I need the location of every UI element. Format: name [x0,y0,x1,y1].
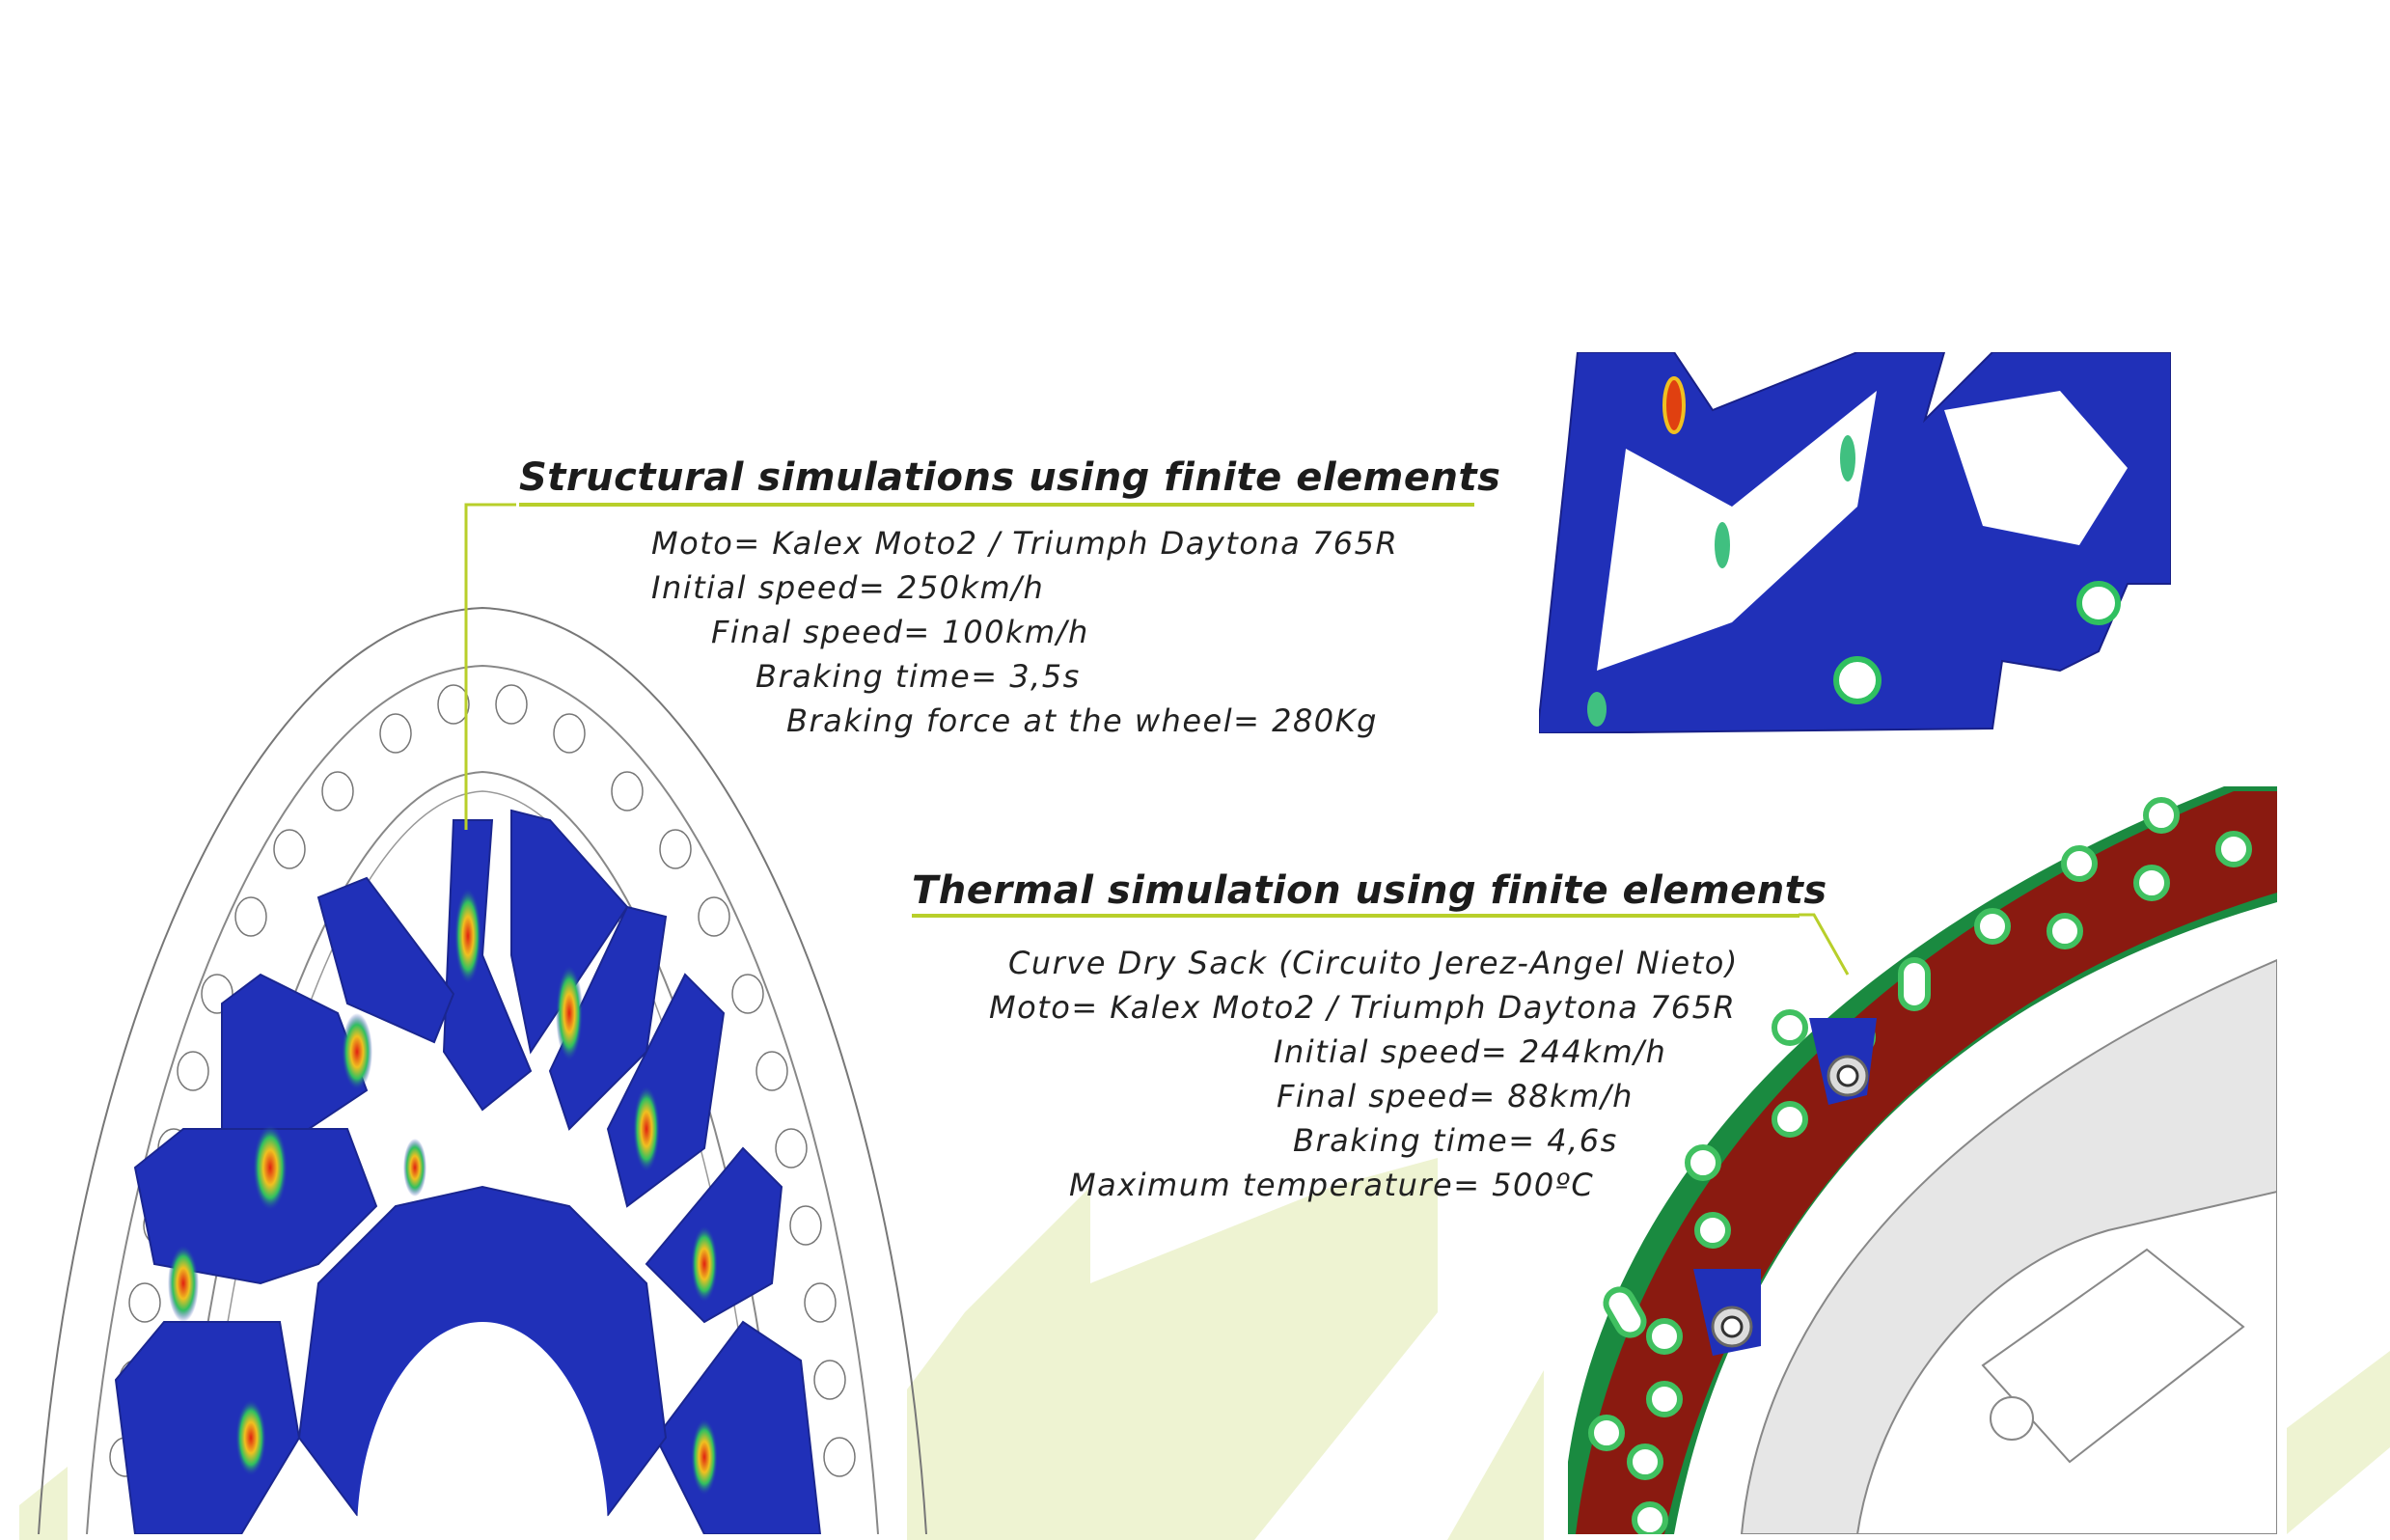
thermal-line-braking-time: Braking time= 4,6s [1293,1122,1618,1159]
structural-detail-image [1539,352,2171,733]
thermal-title: Thermal simulation using finite elements [912,868,1827,913]
structural-title-underline [519,503,1474,507]
thermal-leader-line [1799,913,1850,976]
structural-title: Structural simulations using finite elem… [519,455,1501,500]
structural-line-moto: Moto= Kalex Moto2 / Triumph Daytona 765R [651,525,1399,562]
structural-leader-line [464,503,516,830]
structural-fea-disc-image [38,606,927,1534]
structural-line-braking-time: Braking time= 3,5s [755,658,1081,695]
thermal-fea-disc-image [1568,786,2277,1534]
thermal-title-underline [912,914,1799,918]
thermal-line-curve: Curve Dry Sack (Circuito Jerez-Angel Nie… [1008,945,1739,981]
thermal-line-max-temp: Maximum temperature= 500ºC [1069,1167,1595,1203]
thermal-line-final-speed: Final speed= 88km/h [1277,1078,1634,1114]
thermal-line-initial-speed: Initial speed= 244km/h [1274,1033,1667,1070]
structural-line-braking-force: Braking force at the wheel= 280Kg [786,702,1378,739]
thermal-line-moto: Moto= Kalex Moto2 / Triumph Daytona 765R [989,989,1737,1026]
structural-line-final-speed: Final speed= 100km/h [711,614,1089,650]
structural-line-initial-speed: Initial speed= 250km/h [651,569,1045,606]
